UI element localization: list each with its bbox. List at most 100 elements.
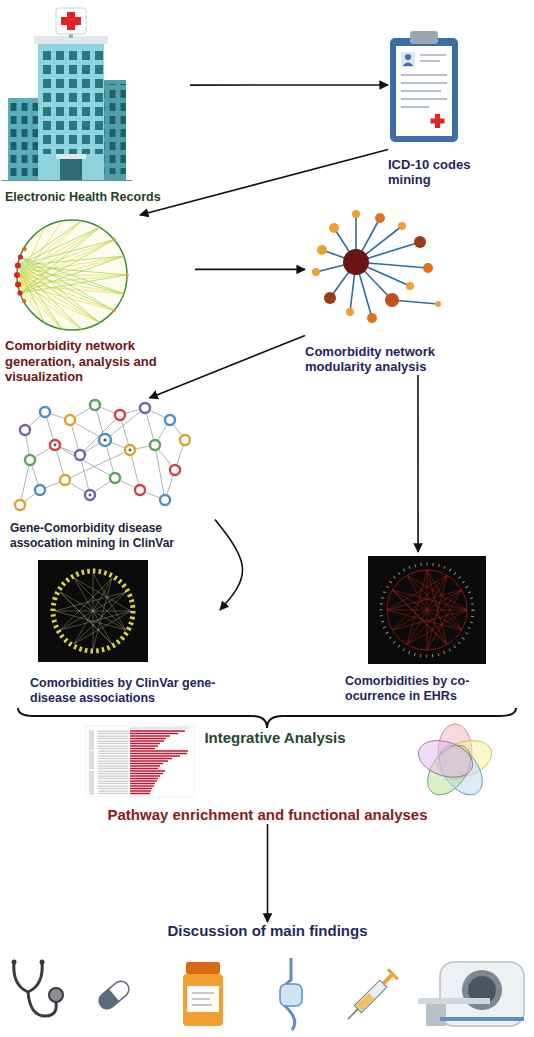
hospital-illustration-part bbox=[38, 46, 104, 154]
gene-network-illustration-part bbox=[110, 473, 120, 483]
step-label: Pathway enrichment and functional analys… bbox=[20, 806, 515, 824]
gene-network-illustration-part bbox=[89, 494, 92, 497]
gene-network-illustration-part bbox=[20, 405, 185, 505]
gene-network-illustration bbox=[15, 400, 190, 510]
star-network-illustration-part bbox=[406, 282, 414, 290]
catheter-icon bbox=[280, 958, 302, 1030]
pill-bottle-icon bbox=[183, 962, 223, 1026]
flow-arrow bbox=[195, 269, 305, 271]
star-network-illustration-part bbox=[312, 268, 320, 276]
hospital-illustration-part bbox=[38, 42, 104, 180]
clipboard-illustration-part bbox=[396, 46, 452, 136]
hospital-illustration-part bbox=[104, 80, 126, 180]
circular-network-illustration-part bbox=[22, 247, 26, 251]
hospital-illustration bbox=[2, 8, 132, 181]
star-network-illustration-part bbox=[343, 249, 369, 275]
circular-network-illustration-part bbox=[15, 282, 21, 288]
step-label: ICD-10 codes mining bbox=[388, 157, 498, 188]
stethoscope-icon-part bbox=[49, 988, 63, 1002]
bar-chart-illustration-part bbox=[89, 730, 94, 750]
hospital-illustration-part bbox=[56, 8, 86, 34]
cooccurrence-network-illustration-part bbox=[368, 556, 486, 664]
step-box: ICD-10 codes mining bbox=[388, 28, 498, 188]
star-network-illustration-part bbox=[398, 222, 406, 230]
star-network-illustration-part bbox=[346, 308, 354, 316]
bar-chart-illustration-part bbox=[98, 730, 128, 795]
cooccurrence-network-illustration-part bbox=[387, 570, 467, 650]
clinvar-network-illustration bbox=[38, 560, 148, 662]
star-network-illustration-part bbox=[414, 236, 426, 248]
gene-network-illustration-part bbox=[103, 438, 106, 441]
clipboard-illustration bbox=[390, 31, 458, 142]
clipboard-illustration-part bbox=[403, 63, 414, 67]
cooccurrence-network-illustration-part bbox=[387, 570, 467, 650]
stethoscope-icon-part bbox=[40, 960, 45, 965]
hospital-illustration-part bbox=[104, 84, 126, 174]
circular-network-illustration-part bbox=[112, 238, 116, 242]
curly-brace bbox=[18, 708, 516, 728]
circular-network-illustration-part bbox=[125, 273, 129, 277]
catheter-icon-part bbox=[280, 984, 302, 1006]
pill-bottle-icon-part bbox=[183, 974, 223, 1026]
gene-network-illustration-part bbox=[15, 500, 25, 510]
step-box: Discussion of main findings bbox=[20, 922, 515, 1032]
flow-arrow bbox=[140, 150, 388, 215]
hospital-illustration-part bbox=[2, 180, 132, 181]
circular-network-illustration-part bbox=[17, 221, 127, 329]
star-network-illustration-part bbox=[329, 223, 339, 233]
star-network-illustration bbox=[312, 210, 441, 323]
capsule-icon-part bbox=[96, 978, 132, 1012]
gene-network-illustration-part bbox=[165, 415, 175, 425]
star-network-illustration-part bbox=[367, 313, 377, 323]
syringe-icon bbox=[343, 968, 399, 1024]
step-box: Comorbidities by ClinVar gene-disease as… bbox=[30, 556, 220, 706]
gene-network-illustration-part bbox=[135, 485, 145, 495]
clinvar-network-illustration-part bbox=[55, 573, 131, 649]
gene-network-illustration-part bbox=[65, 415, 75, 425]
circular-network-illustration bbox=[14, 220, 129, 330]
clinvar-network-illustration-part bbox=[53, 571, 133, 651]
gene-network-illustration-part bbox=[50, 440, 60, 450]
gene-network-illustration-part bbox=[150, 440, 160, 450]
gene-network-illustration-part bbox=[60, 475, 70, 485]
gene-network-illustration-part bbox=[40, 407, 50, 417]
star-network-illustration-part bbox=[317, 245, 327, 255]
capsule-icon-part bbox=[96, 989, 119, 1012]
flow-arrow bbox=[149, 335, 305, 398]
gene-network-illustration-part bbox=[54, 438, 132, 496]
step-box: Comorbidity network generation, analysis… bbox=[5, 215, 195, 385]
gene-network-illustration-part bbox=[15, 400, 190, 510]
mri-scanner-icon bbox=[418, 962, 524, 1026]
clipboard-illustration-part bbox=[431, 119, 445, 124]
bar-chart-illustration-part bbox=[86, 726, 194, 797]
circular-network-illustration-part bbox=[15, 262, 21, 268]
bar-chart-illustration-part bbox=[130, 731, 188, 794]
mri-scanner-icon-part bbox=[440, 962, 524, 1026]
circular-network-illustration-part bbox=[18, 254, 23, 259]
circular-network-illustration-part bbox=[17, 290, 22, 295]
bar-chart-illustration bbox=[86, 726, 194, 797]
circular-network-illustration-part bbox=[14, 272, 20, 278]
clipboard-illustration-part bbox=[390, 38, 458, 142]
step-label: Comorbidities by ClinVar gene-disease as… bbox=[30, 676, 220, 706]
stethoscope-icon-part bbox=[12, 960, 17, 965]
gene-network-illustration-part bbox=[99, 434, 111, 446]
step-label: Electronic Health Records bbox=[5, 190, 190, 205]
gene-network-illustration-part bbox=[90, 400, 100, 410]
flow-arrow bbox=[267, 824, 269, 922]
gene-network-illustration-part bbox=[125, 445, 135, 455]
flow-arrow bbox=[190, 84, 388, 86]
clipboard-illustration-part bbox=[401, 52, 415, 67]
circular-network-illustration-part bbox=[112, 309, 116, 313]
circular-network-illustration-part bbox=[18, 221, 127, 329]
gene-network-illustration-part bbox=[25, 455, 35, 465]
hospital-illustration-part bbox=[60, 159, 82, 180]
star-network-illustration-part bbox=[324, 292, 336, 304]
step-label: Comorbidity network generation, analysis… bbox=[5, 338, 195, 385]
capsule-icon bbox=[96, 978, 132, 1012]
gene-network-illustration-part bbox=[35, 485, 45, 495]
clipboard-illustration-part bbox=[401, 55, 447, 107]
gene-network-illustration-part bbox=[180, 435, 190, 445]
